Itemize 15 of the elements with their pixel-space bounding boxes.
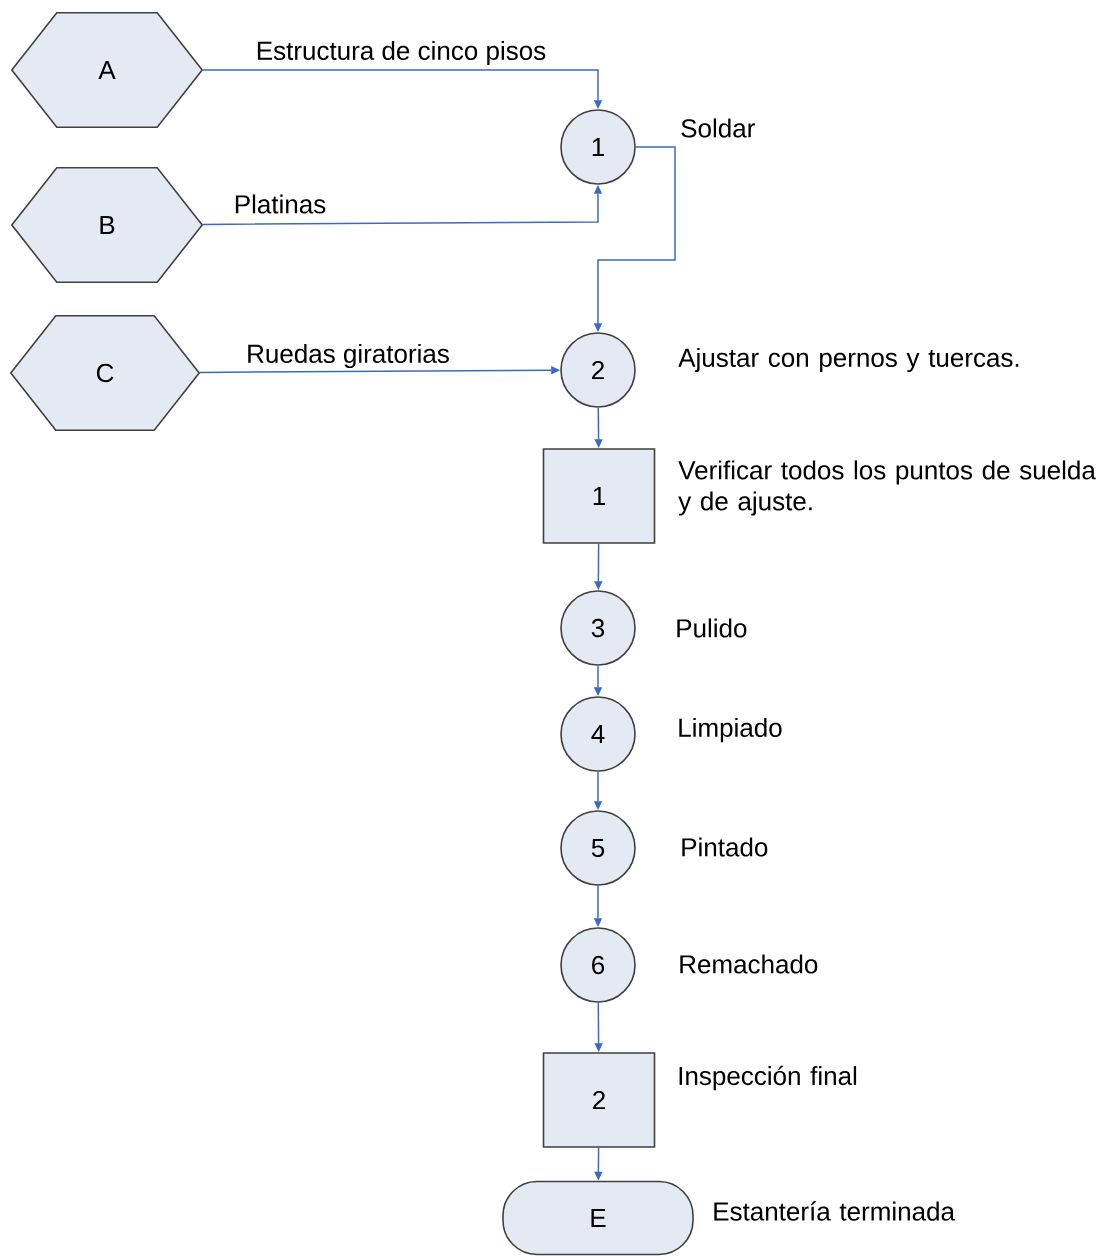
edge-label: Ruedas giratorias: [245, 342, 451, 370]
step-label: Verificar todos los puntos de suelda y de ajuste.: [678, 460, 1096, 516]
inspection-box: 2: [542, 1052, 656, 1148]
step-label: Remachado: [680, 954, 818, 974]
edge-label: Estructura de cinco pisos: [254, 39, 548, 67]
edge-label: Platinas: [232, 193, 328, 215]
step-label: Ajustar con pernos y tuercas.: [678, 347, 1019, 373]
step-label: Limpiado: [679, 717, 782, 743]
step-label: Pulido: [677, 618, 747, 638]
step-label: Inspección final: [679, 1065, 857, 1091]
terminal-node: E: [502, 1180, 694, 1256]
inspection-box: 1: [542, 448, 656, 544]
step-label: Pintado: [682, 837, 768, 857]
step-label: Estantería terminada: [714, 1201, 955, 1221]
step-label: Soldar: [681, 118, 755, 138]
